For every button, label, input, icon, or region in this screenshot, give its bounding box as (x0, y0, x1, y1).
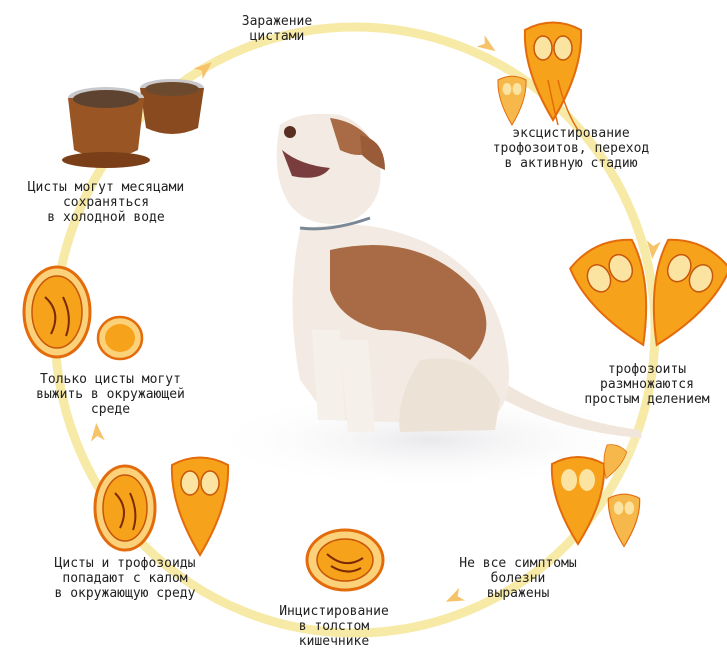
stage-label-symptoms: Не все симптомы болезни выражены (459, 556, 577, 601)
trophozoite-cell-icon (607, 493, 641, 548)
trophozoite-cell-icon (497, 75, 527, 126)
cyst-cell-icon (93, 464, 157, 552)
cycle-arrow-icon (193, 62, 212, 80)
stage-label-infection: Заражение цистами (241, 14, 313, 44)
cycle-arrow-icon (476, 35, 496, 52)
stage-label-water: Цисты могут месяцами сохраняться в холод… (27, 180, 185, 225)
stage-label-division: трофозоиты размножаются простым делением (584, 362, 710, 407)
cyst-cell-icon (305, 528, 385, 592)
cycle-arrow-icon (90, 423, 105, 442)
cycle-arrow-icon (646, 240, 661, 259)
trophozoite-cell-icon (603, 444, 628, 480)
dog-illustration (200, 113, 660, 490)
trophozoite-cell-icon (652, 238, 727, 347)
cyst-cell-icon (96, 315, 144, 361)
stage-label-survival: Только цисты могут выжить в окружающей с… (36, 372, 185, 417)
stage-label-encystation: Инцистирование в толстом кишечнике (279, 604, 389, 649)
trophozoite-cell-icon (569, 238, 648, 347)
trophozoite-cell-icon (523, 21, 583, 131)
trophozoite-cell-icon (170, 456, 230, 557)
stage-label-excystation: эксцистирование трофозоитов, переход в а… (492, 126, 650, 171)
cyst-cell-icon (22, 265, 92, 359)
food-bowls-illustration (62, 79, 204, 168)
stage-label-excretion: Цисты и трофозоиды попадают с калом в ок… (54, 556, 196, 601)
trophozoite-cell-icon (550, 456, 606, 546)
cycle-arrow-icon (445, 587, 466, 602)
